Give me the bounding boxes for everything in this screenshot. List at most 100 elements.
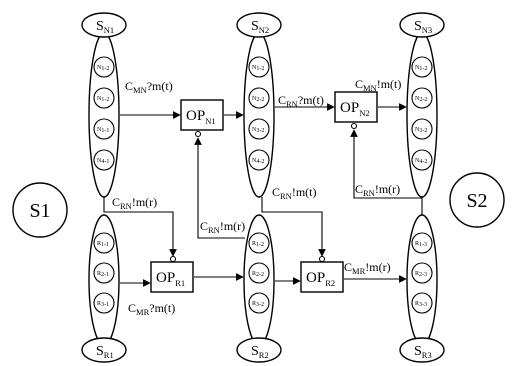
svg-text:R1-1: R1-1: [97, 241, 109, 248]
arrow-sn2-opr2: [261, 197, 326, 257]
svg-text:OPR2: OPR2: [306, 270, 335, 288]
svg-text:N1-2: N1-2: [252, 65, 264, 72]
svg-text:R2-3: R2-3: [415, 271, 427, 278]
sn1-item: N1-2: [93, 87, 115, 109]
svg-text:N3-2: N3-2: [415, 127, 427, 134]
sr2-label: S: [251, 344, 259, 359]
channel-label: CMR!m(r): [344, 260, 391, 276]
channel-label: CRN?m(t): [278, 93, 324, 109]
svg-text:R3-2: R3-2: [252, 301, 264, 308]
arrow-sn1-opr1: [103, 197, 177, 257]
arrow-sr2-opn1: [194, 137, 245, 239]
system-s2: S2: [449, 172, 505, 228]
svg-text:N1-1: N1-1: [97, 127, 109, 134]
port-opr1: [169, 255, 177, 263]
svg-text:R1-3: R1-3: [415, 241, 427, 248]
op-n1-box: OPN1: [180, 99, 224, 131]
system-s2-label: S2: [466, 190, 487, 212]
sn3-sub: N3: [422, 25, 432, 35]
svg-text:SR1: SR1: [96, 344, 114, 360]
svg-text:N4-2: N4-2: [252, 158, 264, 165]
sr1-sub: R1: [104, 350, 114, 360]
channel-label: CRN!m(r): [200, 219, 245, 235]
svg-text:N3-2: N3-2: [252, 127, 264, 134]
svg-text:R1-2: R1-2: [252, 241, 264, 248]
node-sr1: SR1 R1-1 R2-1 R3-1: [81, 214, 127, 363]
channel-label: CRN!m(t): [272, 185, 316, 201]
op-r2-sub: R2: [325, 278, 335, 288]
sr2-item: R2-2: [248, 262, 270, 284]
port-opn1: [194, 130, 202, 138]
channel-label: CMR?m(t): [128, 301, 175, 317]
op-n1-sub: N1: [205, 116, 215, 126]
svg-text:SN1: SN1: [96, 19, 114, 35]
sn1-item: N1-2: [93, 56, 115, 78]
sn2-label: S: [251, 19, 259, 34]
svg-text:SR2: SR2: [251, 344, 269, 360]
node-sn2: SN2 N1-2 N2-2 N3-2 N4-2: [236, 12, 282, 198]
sn3-item: N2-2: [411, 87, 433, 109]
svg-text:R3-1: R3-1: [97, 301, 109, 308]
sn2-item: N1-2: [248, 56, 270, 78]
sr2-sub: R2: [259, 350, 269, 360]
port-opn2: [350, 122, 358, 130]
sn2-item: N2-2: [248, 87, 270, 109]
svg-text:N2-2: N2-2: [252, 96, 264, 103]
sr1-item: R1-1: [93, 232, 115, 254]
svg-text:R3-3: R3-3: [415, 301, 427, 308]
svg-text:SN3: SN3: [414, 19, 432, 35]
sr1-item: R2-1: [93, 262, 115, 284]
svg-text:N1-2: N1-2: [415, 65, 427, 72]
sn2-item: N3-2: [248, 118, 270, 140]
sn1-label: S: [96, 19, 104, 34]
connectors: [103, 103, 423, 287]
node-sr3: SR3 R1-3 R2-3 R3-3: [399, 214, 445, 363]
op-r1-sub: R1: [175, 278, 185, 288]
svg-text:N4-2: N4-2: [415, 158, 427, 165]
svg-text:N1-2: N1-2: [97, 65, 109, 72]
sn2-sub: N2: [259, 25, 269, 35]
svg-text:R2-2: R2-2: [252, 271, 264, 278]
svg-text:OPR1: OPR1: [156, 270, 185, 288]
port-opr2: [318, 255, 326, 263]
op-n2-sub: N2: [359, 108, 369, 118]
sr3-item: R1-3: [411, 232, 433, 254]
sn3-item: N3-2: [411, 118, 433, 140]
svg-text:SN2: SN2: [251, 19, 269, 35]
sr3-item: R2-3: [411, 262, 433, 284]
op-n1-label: OP: [186, 108, 205, 124]
svg-text:OPN2: OPN2: [340, 100, 370, 118]
sr2-item: R3-2: [248, 292, 270, 314]
sn1-sub: N1: [104, 25, 114, 35]
channel-label: CMN!m(t): [355, 77, 401, 93]
sr3-sub: R3: [422, 350, 432, 360]
sr1-item: R3-1: [93, 292, 115, 314]
sr3-item: R3-3: [411, 292, 433, 314]
op-r2-label: OP: [306, 270, 325, 286]
node-sn1: SN1 N1-2 N1-2 N1-1 N4-1: [81, 12, 127, 198]
system-s1-label: S1: [29, 200, 50, 222]
sn3-label: S: [414, 19, 422, 34]
op-n2-label: OP: [340, 100, 359, 116]
op-r1-label: OP: [156, 270, 175, 286]
sn3-item: N1-2: [411, 56, 433, 78]
svg-text:OPN1: OPN1: [186, 108, 216, 126]
arrow-sr3-opn2: [350, 129, 423, 215]
op-r1-box: OPR1: [150, 261, 194, 293]
sn1-item: N1-1: [93, 118, 115, 140]
system-s1: S1: [12, 182, 68, 238]
svg-text:N2-2: N2-2: [415, 96, 427, 103]
channel-label: CRN!m(r): [355, 182, 400, 198]
sr2-item: R1-2: [248, 232, 270, 254]
channel-label: CMN?m(t): [125, 79, 173, 95]
node-sr2: SR2 R1-2 R2-2 R3-2: [236, 214, 282, 363]
sr1-label: S: [96, 344, 104, 359]
sn1-item: N4-1: [93, 149, 115, 171]
sn3-item: N4-2: [411, 149, 433, 171]
op-r2-box: OPR2: [300, 261, 344, 293]
sn2-item: N4-2: [248, 149, 270, 171]
svg-text:N4-1: N4-1: [97, 158, 109, 165]
svg-text:SR3: SR3: [414, 344, 432, 360]
channel-label: CRN!m(r): [112, 195, 157, 211]
